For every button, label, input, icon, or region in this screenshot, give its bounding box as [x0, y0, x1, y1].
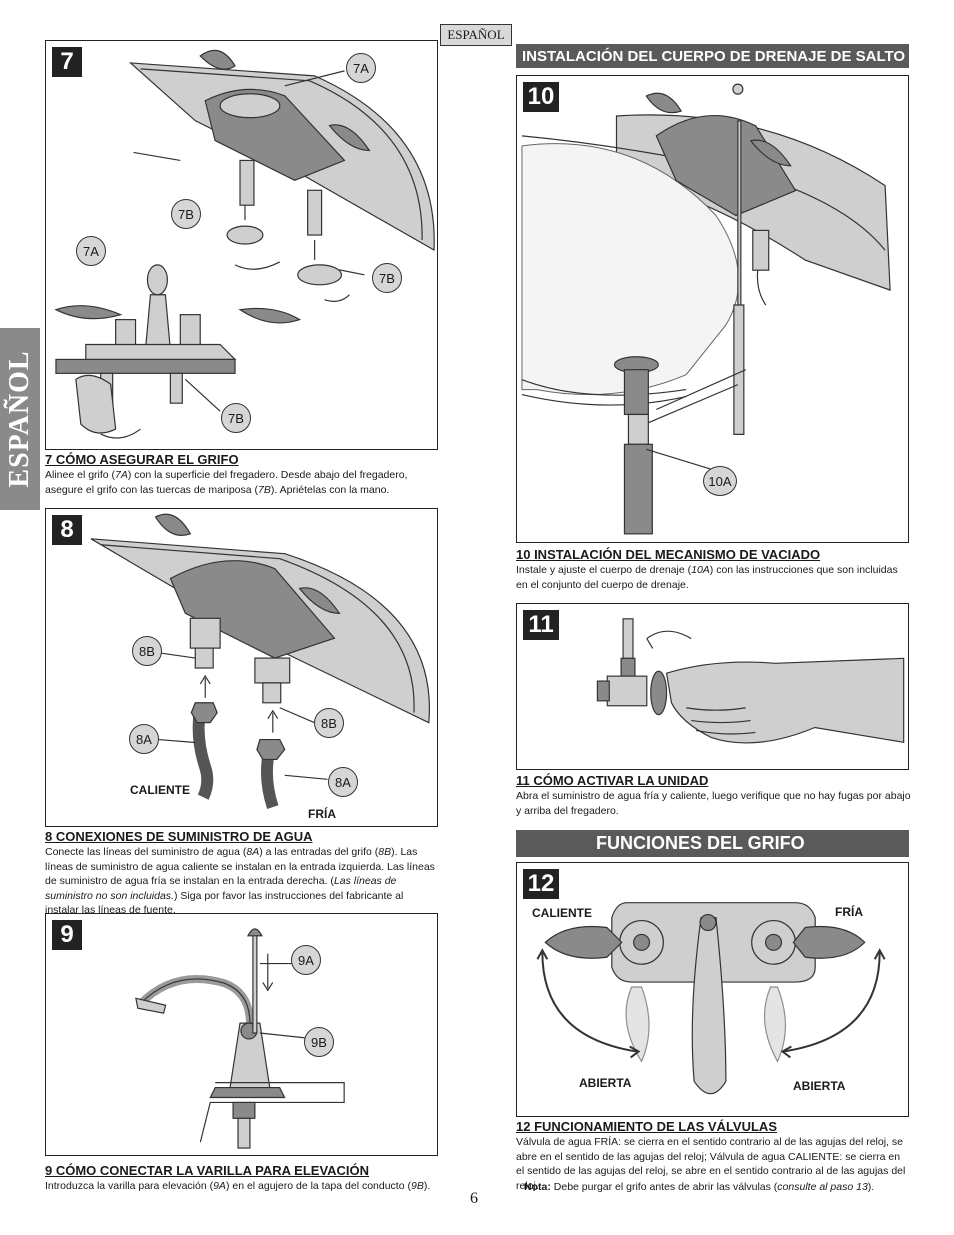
callout-8a-right: 8A	[328, 767, 358, 797]
note-end: ).	[867, 1181, 875, 1193]
label-open-right: ABIERTA	[793, 1079, 846, 1093]
step-10-text: Instale y ajuste el cuerpo de drenaje (1…	[516, 563, 911, 592]
step-12-title: 12 FUNCIONAMIENTO DE LAS VÁLVULAS	[516, 1119, 777, 1134]
step-9-number: 9	[52, 920, 82, 950]
step-10-ref-a: 10A	[691, 564, 710, 576]
step-8-text-c: ). Las líneas de suministro de agua cali…	[45, 846, 435, 887]
step-7-text: Alinee el grifo (7A) con la superficie d…	[45, 468, 440, 497]
step-9-text: Introduzca la varilla para elevación (9A…	[45, 1179, 445, 1194]
valve-operation-illustration	[536, 902, 886, 1095]
step-9-text-a: Introduzca la varilla para elevación (	[45, 1180, 214, 1192]
callout-9b: 9B	[304, 1027, 334, 1057]
step-7-ref-b: 7B	[258, 483, 271, 496]
step-12-note: Nota: Debe purgar el grifo antes de abri…	[524, 1180, 914, 1195]
step-8-ref-a: 8A	[246, 846, 260, 858]
note-ref: consulte al paso 13	[777, 1181, 868, 1193]
step-9-figure: 9 9A 9B	[45, 913, 438, 1156]
step-11-figure: 11	[516, 603, 909, 770]
callout-7a-left: 7A	[76, 236, 106, 266]
shutoff-valve-illustration	[596, 618, 905, 744]
side-tab-label: ESPAÑOL	[4, 350, 35, 488]
step-8-text-b: ) a las entradas del grifo (	[259, 846, 379, 858]
step-10-title: 10 INSTALACIÓN DEL MECANISMO DE VACIADO	[516, 547, 821, 562]
step-8-text-a: Conecte las líneas del suministro de agu…	[45, 846, 247, 858]
label-cold-12: FRÍA	[835, 905, 863, 919]
step-12-number: 12	[523, 869, 559, 899]
step-7-text-a: Alinee el grifo (	[45, 469, 116, 481]
step-9-title: 9 CÓMO CONECTAR LA VARILLA PARA ELEVACIÓ…	[45, 1163, 370, 1178]
step-8-title: 8 CONEXIONES DE SUMINISTRO DE AGUA	[45, 829, 313, 844]
callout-7a-top: 7A	[346, 53, 376, 83]
lift-rod-illustration	[135, 928, 345, 1149]
faucet-mounting-illustration	[54, 49, 435, 439]
drain-section-heading: INSTALACIÓN DEL CUERPO DE DRENAJE DE SAL…	[516, 44, 909, 68]
callout-7b-bottom: 7B	[221, 403, 251, 433]
callout-10a: 10A	[703, 466, 737, 496]
step-10-number: 10	[523, 82, 559, 112]
step-8-number: 8	[52, 515, 82, 545]
note-text: Debe purgar el grifo antes de abrir las …	[553, 1181, 778, 1193]
step-9-ref-b: 9B	[410, 1180, 424, 1192]
callout-7b-right: 7B	[372, 263, 402, 293]
step-11-number: 11	[523, 610, 559, 640]
functions-section-heading: FUNCIONES DEL GRIFO	[516, 830, 909, 857]
step-12-figure: 12 CALIENTE FRÍA ABIERTA ABIERTA	[516, 862, 909, 1117]
callout-8b-right: 8B	[314, 708, 344, 738]
callout-8a-left: 8A	[129, 724, 159, 754]
step-11-text: Abra el suministro de agua fría y calien…	[516, 790, 911, 817]
language-tag: ESPAÑOL	[440, 24, 512, 46]
page-number: 6	[470, 1190, 478, 1207]
step-7-title: 7 CÓMO ASEGURAR EL GRIFO	[45, 452, 239, 467]
label-hot: CALIENTE	[130, 783, 190, 797]
callout-9a: 9A	[291, 945, 321, 975]
supply-lines-illustration	[90, 513, 431, 810]
step-10-text-a: Instale y ajuste el cuerpo de drenaje (	[516, 564, 692, 576]
step-11-title: 11 CÓMO ACTIVAR LA UNIDAD	[516, 773, 709, 788]
step-8-note: Las líneas de suministro no son incluida…	[45, 875, 397, 902]
step-7-text-b: ) con la superficie del fregadero. Desde…	[45, 469, 408, 496]
callout-8b-left: 8B	[132, 636, 162, 666]
step-7-text-c: ). Apriételas con la mano.	[270, 483, 390, 496]
label-open-left: ABIERTA	[579, 1076, 632, 1090]
step-8-figure: 8 8B 8A 8B 8A CALIENTE FRÍA	[45, 508, 438, 827]
label-hot-12: CALIENTE	[532, 906, 592, 920]
step-8-text: Conecte las líneas del suministro de agu…	[45, 845, 440, 918]
step-7-ref-a: 7A	[115, 469, 128, 481]
drain-assembly-illustration	[521, 83, 891, 535]
step-7-figure: 7 7A 7B 7A 7B 7B	[45, 40, 438, 450]
step-10-text-b: ) con las instrucciones que son incluida…	[516, 564, 898, 591]
label-cold: FRÍA	[308, 807, 336, 821]
step-12-text: Válvula de agua FRÍA: se cierra en el se…	[516, 1136, 906, 1192]
step-9-ref-a: 9A	[213, 1180, 226, 1192]
step-10-figure: 10 10A	[516, 75, 909, 543]
note-label: Nota:	[524, 1181, 551, 1193]
callout-7b-upper: 7B	[171, 199, 201, 229]
step-9-text-b: ) en el agujero de la tapa del conducto …	[225, 1180, 411, 1192]
step-8-ref-b: 8B	[378, 846, 392, 858]
step-9-text-c: ).	[423, 1180, 431, 1192]
side-language-tab: ESPAÑOL	[0, 328, 40, 510]
step-7-number: 7	[52, 47, 82, 77]
